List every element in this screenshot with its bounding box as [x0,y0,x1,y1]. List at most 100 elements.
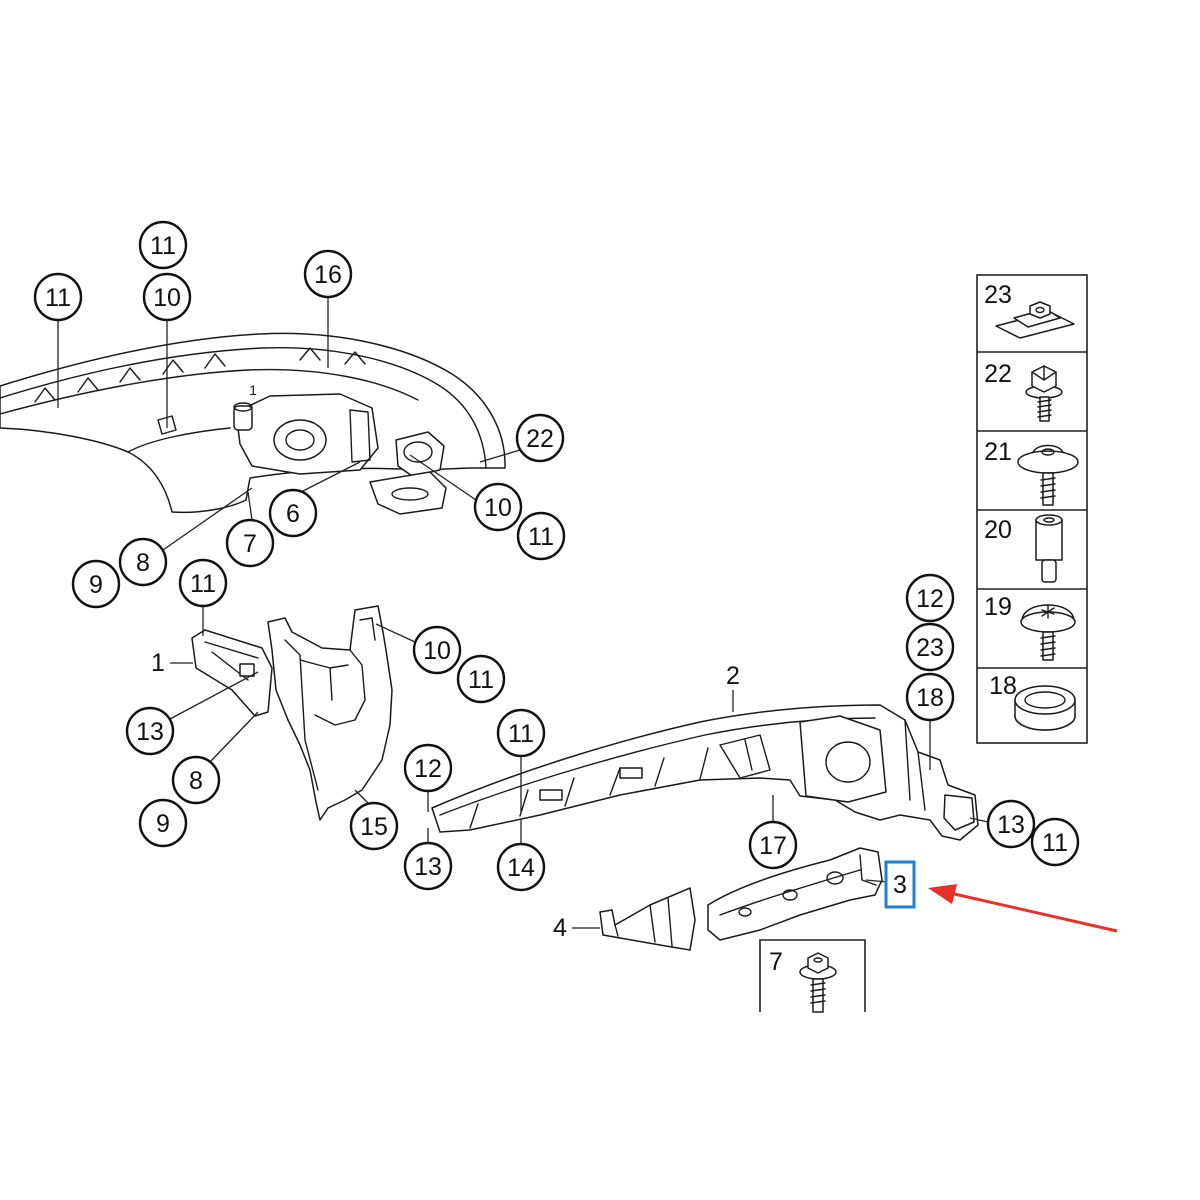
callout-number: 13 [414,853,442,881]
callout-circle [171,755,221,805]
callout-circle [748,820,798,870]
callout-circle [138,220,188,270]
callout-number: 11 [528,523,554,551]
part-label-3: 3 [893,871,907,899]
callout-circle [905,672,955,722]
callout-number: 10 [484,494,512,522]
callout-bubble: 15 [349,801,399,851]
flange-nut-stud-icon [799,952,837,1013]
callout-number: 11 [1042,829,1068,857]
callout-circle [1030,817,1080,867]
callout-circle [456,654,506,704]
callout-circle [71,559,121,609]
callout-number: 6 [286,500,300,528]
callout-circle [142,272,192,322]
callout-bubble: 22 [515,413,565,463]
callout-circle [986,799,1036,849]
callout-bubble: 17 [748,820,798,870]
callout-circle [33,272,83,322]
legend-number: 19 [984,593,1012,621]
callout-number: 9 [89,571,103,599]
callout-circle [403,743,453,793]
callout-circle [473,482,523,532]
callout-bubble: 13 [403,841,453,891]
legend-number: 23 [984,281,1012,309]
grommet-ring-icon [1014,685,1076,731]
callout-number: 13 [136,718,164,746]
callout-circle [178,558,228,608]
callout-bubble: 12 [403,743,453,793]
legend-number: 22 [984,360,1012,388]
callout-circle [496,708,546,758]
leader-lines [57,297,989,929]
callout-circle [125,706,175,756]
pointer-arrow-icon [928,884,1118,933]
callout-number: 15 [360,813,388,841]
callout-bubble: 11 [138,220,188,270]
callout-number: 17 [759,832,787,860]
torx-screw-icon [1020,604,1076,661]
callout-bubble: 14 [496,842,546,892]
callout-number: 23 [916,634,944,662]
callout-number: 22 [526,425,554,453]
clip-nut-icon [995,301,1075,339]
callout-number: 11 [190,570,216,598]
small-mount-bracket [599,887,696,951]
part-label-4: 4 [553,914,567,942]
callout-number: 7 [243,530,257,558]
callout-bubble: 12 [905,573,955,623]
callout-circle [515,413,565,463]
callout-number: 16 [314,261,342,289]
fastener-inset: 7 [759,939,866,1013]
callout-bubble: 9 [138,798,188,848]
callout-bubble: 11 [516,511,566,561]
callout-bubble: 11 [456,654,506,704]
spacer-sleeve-icon [1035,514,1063,583]
callout-number: 8 [136,549,150,577]
callout-circle [516,511,566,561]
callout-bubble: 7 [225,518,275,568]
callout-number: 8 [189,767,203,795]
callout-number: 10 [153,284,181,312]
legend-number: 20 [984,516,1012,544]
left-bumper-bracket [191,605,393,821]
callout-circle [496,842,546,892]
callout-bubble: 10 [473,482,523,532]
callout-bubble: 8 [118,537,168,587]
bumper-side-bracket [707,847,883,941]
callout-bubble: 6 [268,488,318,538]
callout-number: 12 [414,755,442,783]
callout-bubble: 10 [412,625,462,675]
callout-bubble: 18 [905,672,955,722]
callout-bubble: 13 [125,706,175,756]
legend-number: 18 [989,672,1017,700]
callout-number: 9 [156,810,170,838]
callout-circle [403,841,453,891]
callout-number: 10 [423,637,451,665]
callout-number: 11 [150,232,176,260]
bumper-carrier-beam [431,704,979,841]
front-bumper-cover: 1 [0,332,506,515]
callout-bubble: 11 [1030,817,1080,867]
callout-circle [138,798,188,848]
callout-bubble: 11 [496,708,546,758]
callout-bubble: 11 [33,272,83,322]
callout-circle [905,573,955,623]
highlight-box [884,860,916,909]
callout-bubble: 13 [986,799,1036,849]
inset-number: 7 [769,948,783,976]
callout-number: 18 [916,684,944,712]
hex-bolt-icon [1025,365,1063,422]
callout-circle [349,801,399,851]
callout-circle [118,537,168,587]
callout-number: 12 [916,585,944,613]
callout-bubble: 10 [142,272,192,322]
legend-number: 21 [984,438,1012,466]
callout-bubble: 23 [905,622,955,672]
callout-number: 13 [997,811,1025,839]
callout-circle [225,518,275,568]
callout-number: 11 [508,720,534,748]
